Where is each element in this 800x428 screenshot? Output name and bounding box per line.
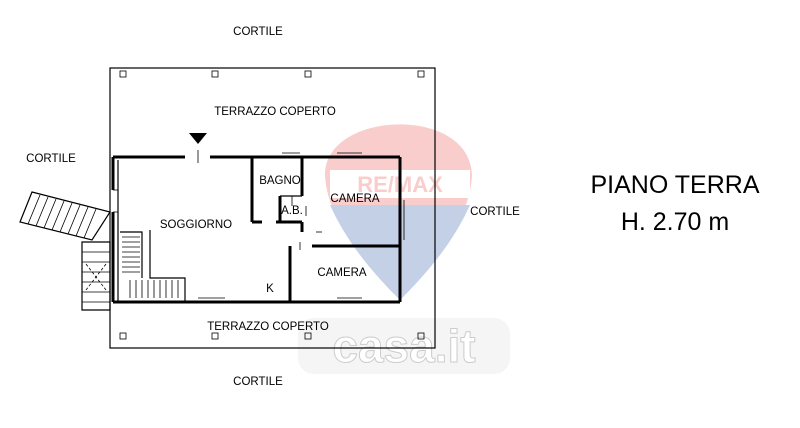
casa-watermark: casa.it (298, 318, 510, 374)
title-line-2: H. 2.70 m (621, 208, 729, 236)
label-terrazzo-bottom: TERRAZZO COPERTO (207, 321, 329, 333)
terrace-pillars (119, 70, 425, 340)
house-walls (111, 150, 405, 304)
label-cortile-bottom: CORTILE (233, 376, 283, 388)
casa-watermark-text: casa.it (332, 320, 475, 372)
title-line-1: PIANO TERRA (590, 171, 759, 199)
label-cortile-left: CORTILE (26, 153, 76, 165)
label-k: K (266, 283, 274, 295)
entrance-marker (189, 133, 207, 144)
label-bagno: BAGNO (259, 175, 301, 187)
label-soggiorno: SOGGIORNO (160, 219, 232, 231)
label-camera-2: CAMERA (317, 267, 367, 279)
terrace-outline (109, 67, 436, 349)
label-cortile-top: CORTILE (233, 26, 283, 38)
label-cortile-right: CORTILE (470, 206, 520, 218)
label-ab: A.B. (281, 205, 303, 217)
internal-stairs (122, 236, 179, 298)
label-camera-1: CAMERA (330, 193, 380, 205)
label-terrazzo-top: TERRAZZO COPERTO (214, 106, 336, 118)
external-stairs (19, 191, 111, 311)
